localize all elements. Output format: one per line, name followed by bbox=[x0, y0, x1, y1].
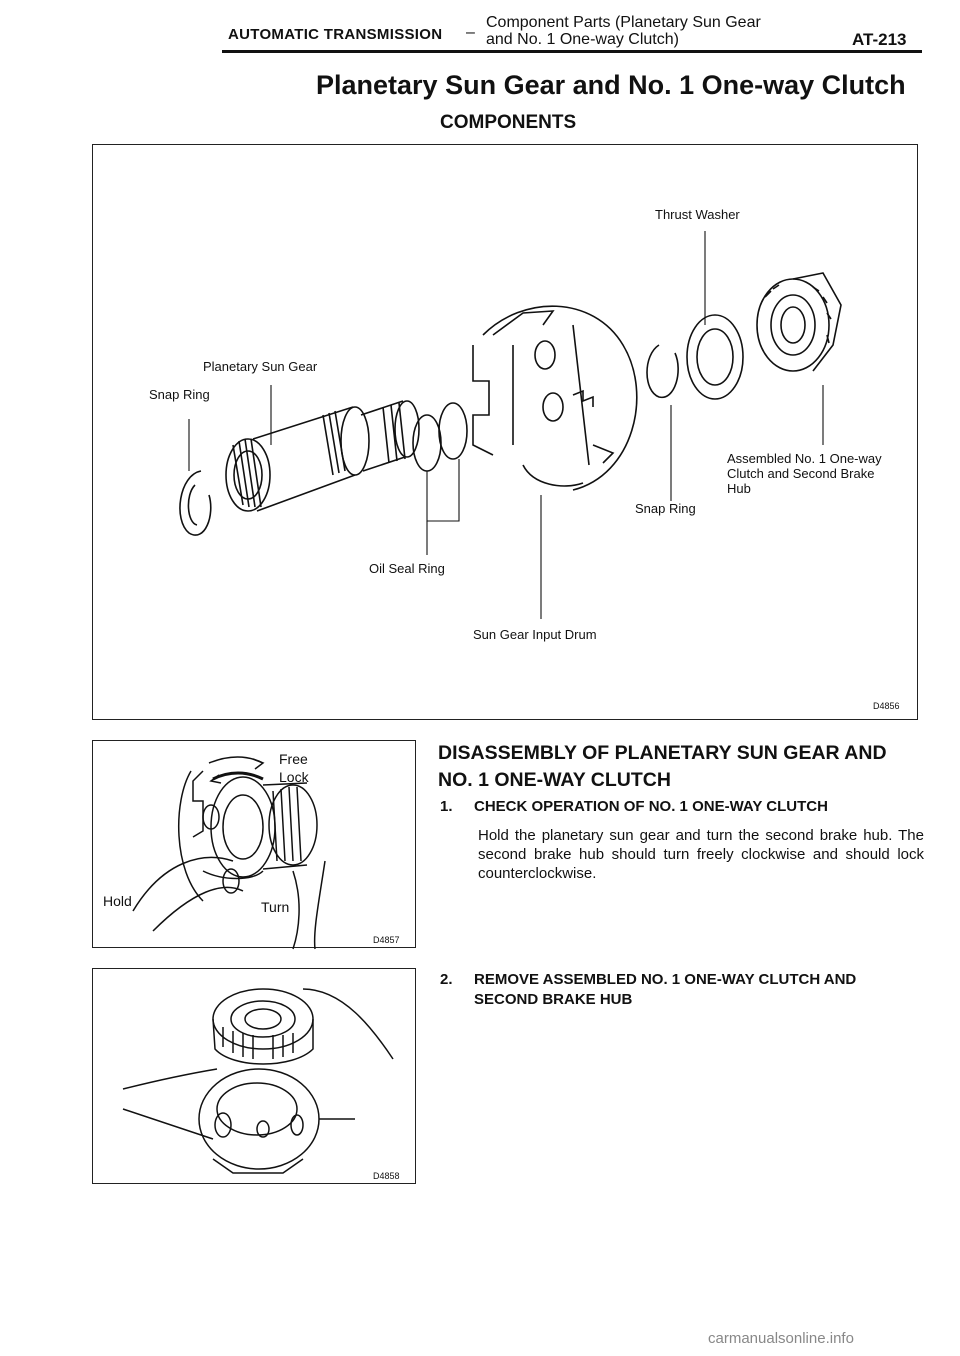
header-subtitle-line1: Component Parts (Planetary Sun Gear bbox=[486, 14, 761, 31]
sun-gear-drawing bbox=[225, 400, 420, 512]
label-assembled-line1: Assembled No. 1 One-way bbox=[727, 451, 882, 466]
label-lock: Lock bbox=[279, 769, 309, 785]
components-figure: Thrust Washer Planetary Sun Gear Snap Ri… bbox=[92, 144, 918, 720]
label-snap-ring-left: Snap Ring bbox=[149, 387, 210, 402]
components-heading: COMPONENTS bbox=[440, 112, 577, 133]
label-assembled-line2: Clutch and Second Brake bbox=[727, 466, 875, 481]
step-2-title: 2. REMOVE ASSEMBLED NO. 1 ONE-WAY CLUTCH … bbox=[440, 970, 856, 1010]
figure-id-check: D4857 bbox=[373, 935, 400, 945]
thrust-washer-drawing bbox=[686, 314, 744, 400]
disassembly-heading-line2: NO. 1 ONE-WAY CLUTCH bbox=[438, 769, 671, 791]
step-1-title: 1. CHECK OPERATION OF NO. 1 ONE-WAY CLUTC… bbox=[440, 798, 828, 815]
label-hold: Hold bbox=[103, 893, 132, 909]
components-illustration bbox=[179, 231, 842, 619]
snap-ring-left-drawing bbox=[179, 470, 212, 536]
snap-ring-right-drawing bbox=[646, 344, 679, 398]
page-title: Planetary Sun Gear and No. 1 One-way Clu… bbox=[316, 70, 906, 100]
label-oil-seal-ring: Oil Seal Ring bbox=[369, 561, 445, 576]
disassembly-heading: DISASSEMBLY OF PLANETARY SUN GEAR AND NO… bbox=[438, 740, 928, 794]
label-turn: Turn bbox=[261, 899, 290, 915]
label-planetary-sun-gear: Planetary Sun Gear bbox=[203, 359, 318, 374]
header-rule bbox=[222, 50, 922, 53]
step-2-number: 2. bbox=[440, 971, 453, 988]
oil-seal-ring-2 bbox=[438, 402, 468, 460]
step-1-title-text: CHECK OPERATION OF NO. 1 ONE-WAY CLUTCH bbox=[474, 798, 828, 815]
label-assembled-line3: Hub bbox=[727, 481, 751, 496]
check-operation-illustration bbox=[132, 756, 326, 950]
remove-clutch-illustration bbox=[122, 988, 394, 1174]
figure-id-components: D4856 bbox=[873, 701, 900, 711]
figure-id-remove: D4858 bbox=[373, 1171, 400, 1181]
remove-clutch-figure: D4858 bbox=[92, 968, 416, 1184]
step-1-number: 1. bbox=[440, 798, 453, 815]
step-1-body: Hold the planetary sun gear and turn the… bbox=[478, 827, 924, 882]
header-separator: – bbox=[466, 24, 475, 41]
site-watermark: carmanualsonline.info bbox=[708, 1330, 854, 1347]
label-assembled-clutch: Assembled No. 1 One-way Clutch and Secon… bbox=[727, 451, 882, 496]
header-section: AUTOMATIC TRANSMISSION bbox=[228, 26, 443, 43]
label-thrust-washer: Thrust Washer bbox=[655, 207, 740, 222]
disassembly-heading-line1: DISASSEMBLY OF PLANETARY SUN GEAR AND bbox=[438, 742, 887, 764]
label-sun-gear-input-drum: Sun Gear Input Drum bbox=[473, 627, 597, 642]
label-free: Free bbox=[279, 751, 308, 767]
header-subtitle-line2: and No. 1 One-way Clutch) bbox=[486, 31, 679, 48]
step-2-title-line2: SECOND BRAKE HUB bbox=[474, 991, 633, 1008]
label-snap-ring-right: Snap Ring bbox=[635, 501, 696, 516]
sun-gear-input-drum-drawing bbox=[472, 305, 638, 491]
step-2-title-line1: REMOVE ASSEMBLED NO. 1 ONE-WAY CLUTCH AN… bbox=[474, 971, 857, 988]
header-subtitle: Component Parts (Planetary Sun Gear and … bbox=[486, 14, 761, 48]
clutch-hub-drawing bbox=[756, 272, 842, 372]
page-number: AT-213 bbox=[852, 30, 907, 49]
check-operation-figure: Free Lock Hold Turn D4857 bbox=[92, 740, 416, 950]
